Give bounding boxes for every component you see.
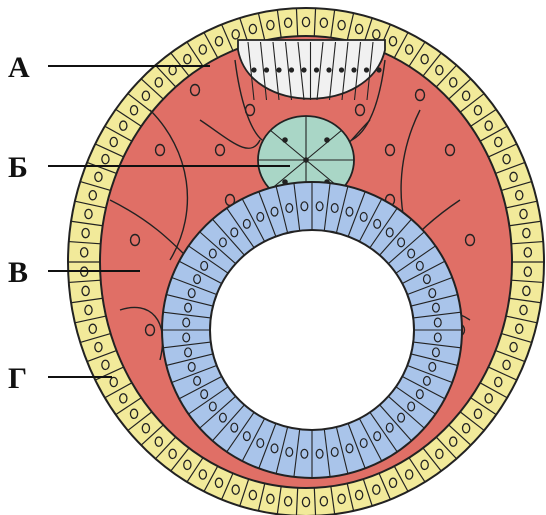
inner-epithelium-layer — [162, 182, 462, 478]
node-cell-nucleus — [282, 137, 288, 143]
cap-cell-nucleus — [326, 67, 331, 72]
cap-cell-nucleus — [276, 67, 281, 72]
cap-cell-nucleus — [301, 67, 306, 72]
cap-cell-nucleus — [289, 67, 294, 72]
node-cell-nucleus — [324, 137, 330, 143]
label-b: Б — [8, 151, 28, 184]
cap-cell-nucleus — [251, 67, 256, 72]
label-g: Г — [8, 362, 27, 395]
cap-cell-nucleus — [364, 67, 369, 72]
cap-cell-nucleus — [376, 67, 381, 72]
label-v: В — [8, 256, 28, 289]
label-a: А — [8, 51, 30, 84]
cap-cell-nucleus — [351, 67, 356, 72]
central-cavity — [210, 230, 414, 430]
node-cell-nucleus — [303, 157, 309, 163]
cap-cell-nucleus — [314, 67, 319, 72]
cap-cell-nucleus — [339, 67, 344, 72]
cap-cell-nucleus — [264, 67, 269, 72]
